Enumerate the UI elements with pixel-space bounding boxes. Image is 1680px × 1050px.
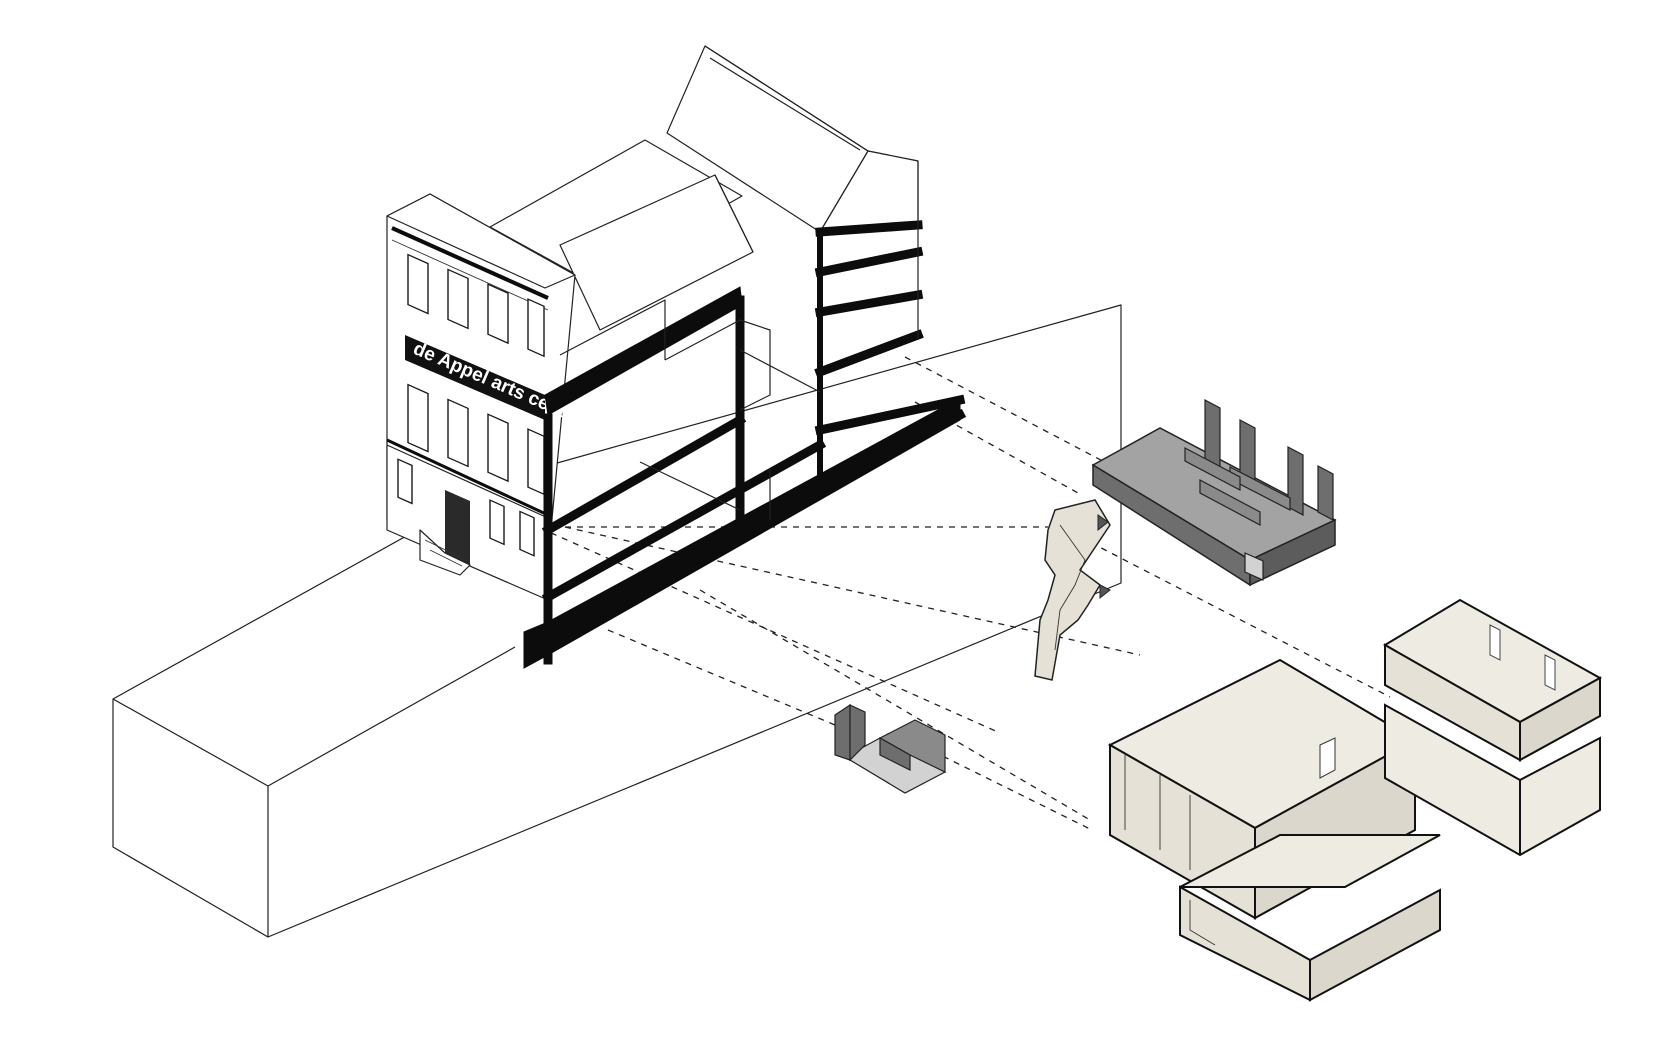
grey-room-volume — [1091, 399, 1337, 587]
facade-window — [487, 283, 509, 345]
basement-volume — [834, 703, 947, 794]
facade-window — [447, 398, 469, 468]
cream-volume-lower — [1179, 834, 1441, 1002]
cream-exhibition-volume-small — [1383, 598, 1603, 857]
middle-roof — [489, 139, 743, 283]
projection-lines — [539, 356, 1391, 831]
facade-window — [447, 268, 469, 330]
facade-window — [487, 413, 509, 483]
facade-window — [407, 383, 429, 453]
facade-window — [407, 253, 429, 315]
sectioned-building: de Appel arts centre — [386, 45, 967, 669]
staircase-volume — [1034, 499, 1111, 681]
facade-window — [527, 298, 545, 358]
context-block — [112, 304, 1122, 938]
facade-sign — [405, 335, 545, 420]
entrance-door — [445, 490, 470, 565]
facade-window — [527, 428, 545, 496]
